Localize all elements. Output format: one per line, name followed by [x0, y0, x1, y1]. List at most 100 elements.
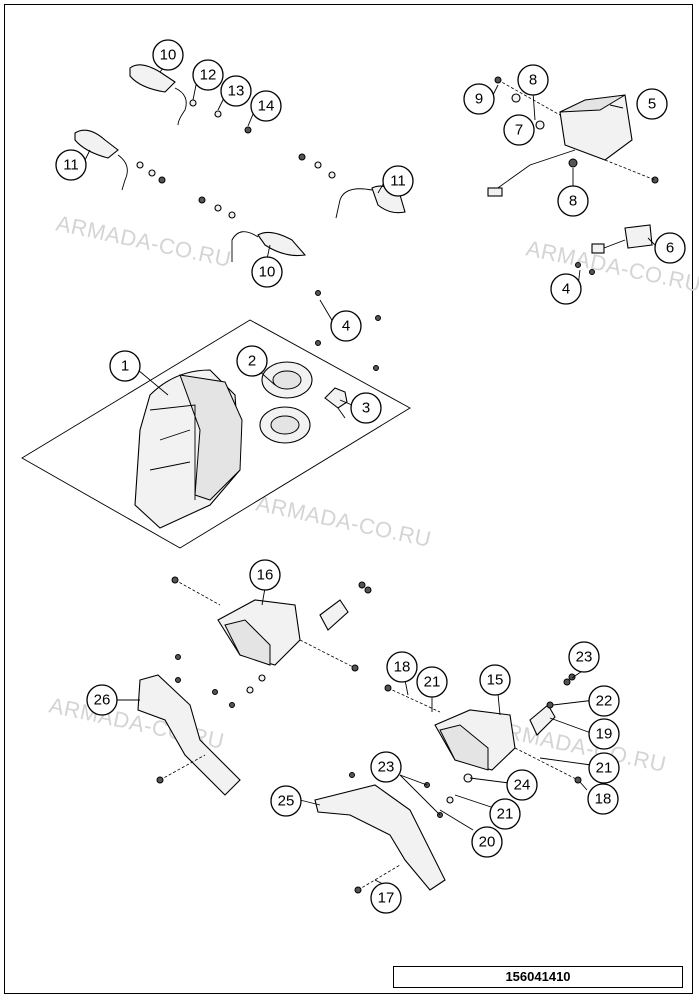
- svg-text:23: 23: [576, 649, 593, 666]
- callout-8: 8: [517, 64, 549, 96]
- turn-signal-rear-right: [298, 153, 406, 219]
- callout-23: 23: [370, 751, 402, 783]
- turn-signal-cable: [117, 154, 128, 191]
- svg-text:10: 10: [160, 47, 177, 64]
- svg-text:17: 17: [378, 890, 395, 907]
- callout-18: 18: [587, 783, 619, 815]
- svg-text:10: 10: [259, 264, 276, 281]
- taillight-top: [559, 94, 626, 113]
- turn-signal-rear-left: [198, 196, 307, 262]
- callout-19: 19: [588, 718, 620, 750]
- callout-25: 25: [270, 785, 302, 817]
- callout-5: 5: [636, 88, 668, 120]
- callout-21: 21: [416, 666, 448, 698]
- headlight-lens-edge: [149, 404, 196, 500]
- auxiliary-light-right: [384, 673, 582, 784]
- svg-text:21: 21: [497, 806, 514, 823]
- turn-signal-cable: [335, 188, 373, 219]
- taillight-assembly: [487, 76, 659, 197]
- svg-text:4: 4: [342, 318, 350, 335]
- callout-17: 17: [370, 882, 402, 914]
- callout-4: 4: [330, 310, 362, 342]
- aux-light-lens: [439, 724, 489, 771]
- callout-3: 3: [350, 392, 382, 424]
- watermark-text: ARMADA-CO.RU: [54, 210, 234, 272]
- callout-12: 12: [192, 59, 224, 91]
- callout-6: 6: [654, 232, 686, 264]
- callout-26: 26: [86, 684, 118, 716]
- callout-11: 11: [382, 165, 414, 197]
- taillight-connector: [487, 187, 503, 197]
- callout-1: 1: [109, 350, 141, 382]
- watermark-text: ARMADA-CO.RU: [489, 715, 669, 777]
- callout-16: 16: [249, 559, 281, 591]
- bracket-body: [137, 674, 241, 796]
- bulb: [324, 387, 348, 409]
- svg-text:13: 13: [228, 83, 245, 100]
- watermark-text: ARMADA-CO.RU: [254, 490, 434, 552]
- callout-21: 21: [588, 752, 620, 784]
- callout-15: 15: [479, 664, 511, 696]
- callout-7: 7: [503, 114, 535, 146]
- callout-8: 8: [557, 185, 589, 217]
- turn-signal-front-left: [74, 129, 166, 191]
- aux-light-bracket: [319, 599, 349, 631]
- svg-text:26: 26: [94, 692, 111, 709]
- svg-text:18: 18: [394, 659, 411, 676]
- bracket-body: [314, 784, 446, 891]
- svg-text:6: 6: [666, 240, 674, 257]
- callout-4: 4: [550, 273, 582, 305]
- headlight-housing-side: [179, 374, 243, 501]
- callout-set: 1 2 3 4 4 5 6 7 8 8 9 10 10 11 11 12 13 …: [55, 39, 686, 914]
- svg-text:5: 5: [648, 96, 656, 113]
- bracket-left: [137, 654, 266, 796]
- callout-2: 2: [236, 345, 268, 377]
- svg-text:20: 20: [479, 834, 496, 851]
- bulb-ring-upper-inner: [272, 370, 302, 390]
- svg-text:21: 21: [424, 674, 441, 691]
- headlight-assembly-group: [21, 290, 411, 549]
- turn-signal-lens: [74, 129, 119, 159]
- callout-10: 10: [251, 256, 283, 288]
- license-light-housing: [624, 224, 653, 249]
- license-light-connector: [591, 243, 605, 254]
- svg-text:19: 19: [596, 726, 613, 743]
- svg-text:15: 15: [487, 672, 504, 689]
- svg-text:1: 1: [121, 358, 129, 375]
- callout-9: 9: [463, 83, 495, 115]
- svg-text:8: 8: [569, 193, 577, 210]
- taillight-cable: [494, 149, 576, 191]
- headlight-lens-detail: [149, 429, 191, 471]
- turn-signal-front-right: [129, 64, 252, 134]
- callout-10: 10: [152, 39, 184, 71]
- svg-text:3: 3: [362, 400, 370, 417]
- svg-text:4: 4: [562, 281, 570, 298]
- svg-text:16: 16: [257, 567, 274, 584]
- callout-20: 20: [471, 826, 503, 858]
- bulb-leader: [337, 407, 346, 419]
- callout-23: 23: [568, 641, 600, 673]
- svg-text:24: 24: [514, 777, 531, 794]
- turn-signal-lens: [257, 231, 307, 257]
- svg-text:9: 9: [475, 91, 483, 108]
- leader-lines: [83, 61, 656, 887]
- svg-text:25: 25: [278, 793, 295, 810]
- callout-22: 22: [588, 685, 620, 717]
- aux-light-lens: [224, 619, 271, 666]
- diagram-frame: [4, 4, 693, 994]
- auxiliary-light-left: [171, 576, 372, 672]
- turn-signal-cable: [174, 87, 187, 126]
- diagram-code-label: 156041410: [393, 966, 683, 988]
- turn-signal-lens: [129, 64, 176, 93]
- screw-set-4: [315, 290, 381, 371]
- bulb-ring-lower-inner: [270, 415, 300, 435]
- aux-light-bracket: [529, 704, 556, 736]
- callout-24: 24: [506, 769, 538, 801]
- svg-text:8: 8: [529, 72, 537, 89]
- assembly-plane: [21, 319, 411, 549]
- svg-text:12: 12: [200, 67, 217, 84]
- callout-18: 18: [386, 651, 418, 683]
- svg-text:23: 23: [378, 759, 395, 776]
- svg-text:11: 11: [63, 157, 79, 174]
